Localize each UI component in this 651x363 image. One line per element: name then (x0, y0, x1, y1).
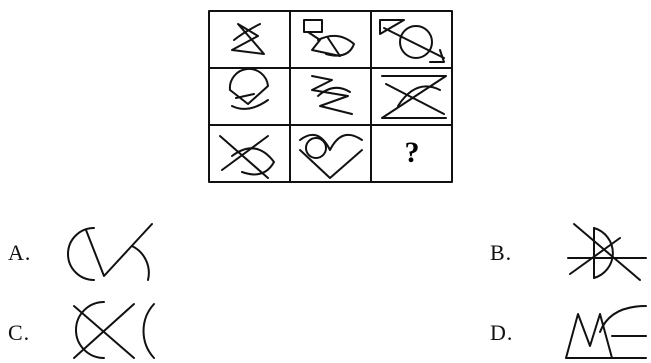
option-d-figure[interactable] (560, 296, 650, 362)
cell-3-2-figure (300, 135, 362, 178)
option-a-label[interactable]: A. (8, 240, 31, 266)
cell-1-2-figure (304, 20, 354, 56)
cell-2-1-figure (230, 69, 268, 109)
option-a-figure[interactable] (64, 220, 164, 286)
cell-1-3-figure (380, 20, 444, 62)
option-b-figure[interactable] (560, 218, 650, 284)
option-b-label[interactable]: B. (490, 240, 512, 266)
cell-2-2-figure (312, 76, 352, 114)
cell-3-1-figure (220, 136, 274, 178)
missing-figure-question-mark: ? (372, 124, 452, 182)
cell-2-3-figure (382, 76, 446, 118)
option-c-figure[interactable] (64, 298, 164, 362)
cell-1-1-figure (232, 24, 264, 54)
option-d-label[interactable]: D. (490, 320, 513, 346)
option-c-label[interactable]: C. (8, 320, 30, 346)
